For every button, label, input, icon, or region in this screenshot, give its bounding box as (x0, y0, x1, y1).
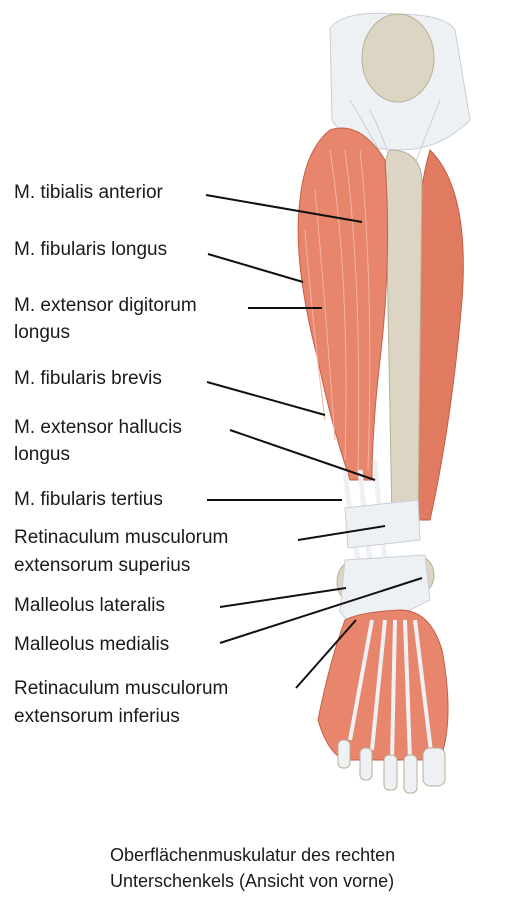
patella (361, 13, 435, 103)
foot-dorsum (317, 609, 449, 761)
leader-fibularis-brevis (206, 381, 326, 416)
toe-tendons (348, 619, 434, 761)
label-retinaculum-superius-line2: extensorum superius (14, 555, 191, 576)
leader-retinaculum-inferius (295, 619, 357, 689)
leader-retinaculum-superius (297, 525, 386, 541)
leader-malleolus-medialis (219, 577, 423, 644)
label-fibularis-tertius: M. fibularis tertius (14, 489, 163, 510)
caption-line2: Unterschenkels (Ansicht von vorne) (110, 871, 395, 891)
knee-region (329, 12, 471, 191)
leader-lines (205, 194, 423, 689)
label-fibularis-brevis: M. fibularis brevis (14, 368, 162, 389)
retinaculum-superius (344, 499, 421, 549)
label-extensor-digitorum-line2: longus (14, 322, 70, 343)
muscle-fibers (304, 149, 371, 471)
label-malleolus-lateralis: Malleolus lateralis (14, 595, 166, 616)
toes (337, 739, 446, 794)
leader-fibularis-longus (207, 253, 304, 283)
label-fibularis-longus: M. fibularis longus (14, 239, 168, 260)
leader-malleolus-lateralis (219, 587, 347, 608)
label-malleolus-medialis: Malleolus medialis (14, 634, 170, 655)
label-retinaculum-superius-line1: Retinaculum musculorum (14, 527, 229, 548)
leader-extensor-hallucis (229, 429, 376, 481)
label-extensor-hallucis-line2: longus (14, 444, 70, 465)
tibia (384, 149, 423, 531)
leader-tibialis-anterior (205, 194, 363, 223)
label-retinaculum-inferius-line2: extensorum inferius (14, 706, 180, 727)
caption-line1: Oberflächenmuskulatur des rechten (110, 845, 396, 865)
label-retinaculum-inferius-line1: Retinaculum musculorum (14, 678, 229, 699)
label-extensor-hallucis-line1: M. extensor hallucis (14, 417, 182, 438)
label-extensor-digitorum-line1: M. extensor digitorum (14, 295, 197, 316)
label-tibialis-anterior: M. tibialis anterior (14, 182, 163, 203)
